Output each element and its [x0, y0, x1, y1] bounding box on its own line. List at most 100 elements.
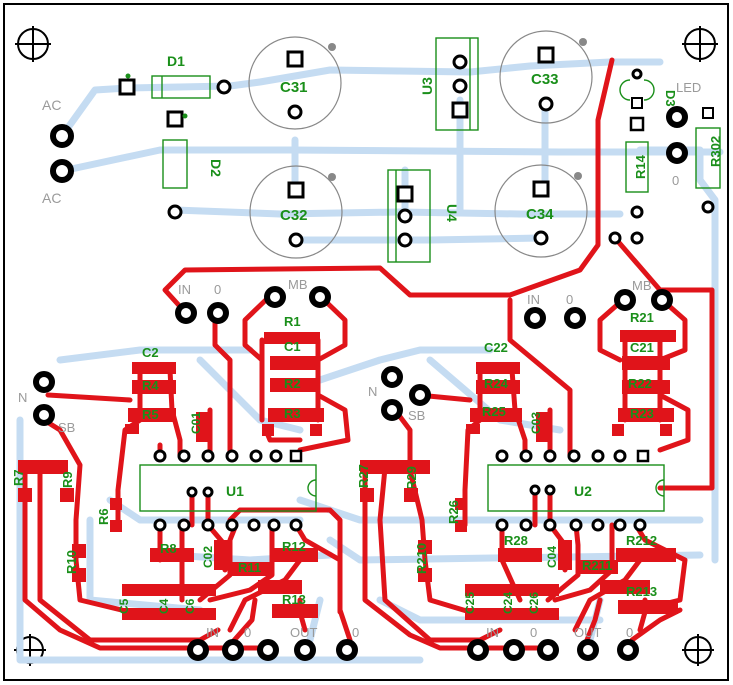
r4-label: R4 [142, 378, 159, 393]
ac-terminal-1 [50, 124, 74, 148]
ac-terminal-2 [50, 159, 74, 183]
d1-label: D1 [167, 53, 185, 69]
bot-zero-b-label-right: 0 [626, 625, 633, 640]
r12-label: R12 [282, 539, 306, 554]
c2-label: C2 [142, 345, 159, 360]
mb-terminal-2-right [651, 289, 673, 311]
u4-label: U4 [444, 204, 460, 222]
bot-in-label-right: IN [486, 625, 499, 640]
capacitor-c33: C33 [499, 30, 593, 124]
mb-terminal-1-right [614, 289, 636, 311]
r27-label: R27 [356, 464, 371, 488]
r21-label: R21 [630, 310, 654, 325]
in-label-left: IN [178, 282, 191, 297]
r3-label: R3 [284, 406, 301, 421]
ac-connector: AC AC [42, 97, 74, 206]
r9-label: R9 [60, 471, 75, 488]
u3-label: U3 [419, 77, 435, 95]
out-zero-b-terminal-left [336, 639, 358, 661]
r213-label: R213 [626, 584, 657, 599]
r29-label: R29 [404, 466, 419, 490]
capacitor-c31: C31 [248, 36, 342, 130]
out-terminal-2-right [577, 639, 599, 661]
ac-label-2: AC [42, 190, 61, 206]
channel-left: IN 0 MB R1 C1 R2 R3 C2 R4 R5 C01 N SB R7… [11, 277, 359, 661]
bot-out-label-left: OUT [290, 625, 318, 640]
ac-label-1: AC [42, 97, 61, 113]
r211-label: R211 [582, 558, 612, 573]
in-terminal-right [524, 307, 546, 329]
sb-label-left: SB [58, 420, 75, 435]
regulator-u3: U3 [419, 37, 479, 131]
led-zero-label: 0 [672, 173, 679, 188]
mb-terminal-1-left [264, 286, 286, 308]
bot-zero-a-label-left: 0 [244, 625, 251, 640]
diode-d2: D2 [162, 110, 224, 220]
n-terminal-left [33, 371, 55, 393]
r212-label: R212 [626, 533, 657, 548]
d3-label: D3 [663, 90, 678, 107]
c33-label: C33 [531, 71, 559, 88]
r14-label: R14 [633, 154, 648, 179]
r2-label: R2 [284, 376, 301, 391]
out-zero-a-terminal-right [503, 639, 525, 661]
out-terminal-right [537, 639, 559, 661]
zero-terminal-left [207, 302, 229, 324]
c26-label: C26 [527, 592, 541, 614]
sb-terminal-2-right [409, 384, 431, 406]
r6-label: R6 [96, 508, 111, 525]
r210-label: R210 [414, 543, 429, 574]
mb-label-right: MB [632, 278, 652, 293]
r22-label: R22 [628, 376, 652, 391]
r10-label: R10 [64, 550, 79, 574]
r25-label: R25 [482, 404, 506, 419]
capacitor-c32: C32 [249, 165, 343, 259]
in-label-right: IN [527, 292, 540, 307]
c34-label: C34 [526, 206, 554, 223]
c5-label: C5 [117, 598, 131, 614]
c03-label: C03 [529, 412, 543, 434]
c25-label: C25 [463, 592, 477, 614]
c24-label: C24 [501, 592, 515, 614]
mb-label-left: MB [288, 277, 308, 292]
r7-label: R7 [11, 469, 26, 486]
n-terminal-right [381, 366, 403, 388]
sb-terminal-right [381, 399, 403, 421]
c21-label: C21 [630, 340, 654, 355]
r28-label: R28 [504, 533, 528, 548]
resistor-r302: R302 [695, 107, 723, 214]
n-label-left: N [18, 390, 27, 405]
bot-in-label-left: IN [206, 625, 219, 640]
c22-label: C22 [484, 340, 508, 355]
zero-label-left: 0 [214, 282, 221, 297]
r11-label: R11 [238, 560, 261, 575]
out-zero-b-terminal-right [617, 639, 639, 661]
c01-label: C01 [189, 412, 203, 434]
r302-label: R302 [708, 136, 723, 167]
out-in-terminal-left [187, 639, 209, 661]
c31-label: C31 [280, 79, 308, 96]
c4-label: C4 [157, 598, 171, 614]
led-label: LED [676, 80, 701, 95]
out-terminal-left [257, 639, 279, 661]
led-d3: D3 LED [619, 68, 701, 109]
mounting-hole-icon [15, 26, 51, 62]
r5-label: R5 [142, 407, 159, 422]
c32-label: C32 [280, 207, 308, 224]
zero-label-right: 0 [566, 292, 573, 307]
u2-label: U2 [574, 483, 592, 499]
r24-label: R24 [484, 376, 509, 391]
in-terminal-left [175, 302, 197, 324]
r8-label: R8 [160, 541, 177, 556]
out-zero-a-terminal-left [222, 639, 244, 661]
c04-label: C04 [545, 546, 559, 568]
r23-label: R23 [630, 406, 654, 421]
c02-label: C02 [201, 546, 215, 568]
r1-label: R1 [284, 314, 301, 329]
zero-terminal-right [564, 307, 586, 329]
r13-label: R13 [282, 592, 306, 607]
out-terminal-2-left [294, 639, 316, 661]
d2-label: D2 [208, 159, 224, 177]
r26-label: R26 [446, 500, 461, 524]
bot-zero-b-label-left: 0 [352, 625, 359, 640]
